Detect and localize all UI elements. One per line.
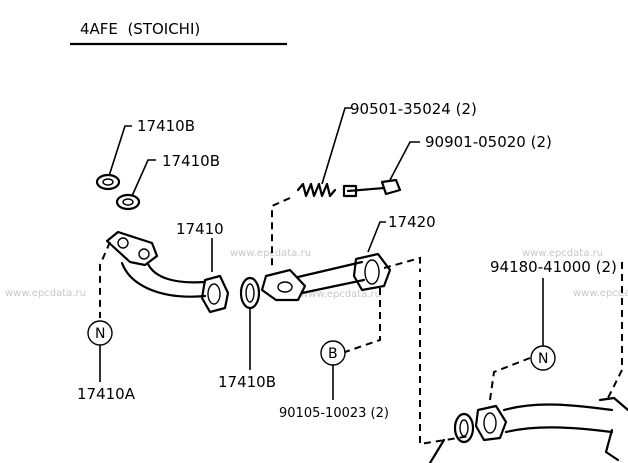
watermark-4: www.epcdata.ru [522, 248, 603, 259]
nut-17410b-top [95, 173, 121, 191]
label-17410: 17410 [176, 220, 224, 238]
center-pipe-assembly [428, 396, 628, 463]
connector-line-n-left [99, 241, 111, 318]
watermark-1: www.epcdata.ru [5, 288, 86, 299]
connector-line-edge [607, 262, 623, 399]
marker-n-left-letter: N [95, 326, 105, 342]
watermark-3: www.epcdata.ru [300, 289, 381, 300]
front-pipe-17420 [260, 252, 392, 302]
gasket-17410b-bot [239, 276, 261, 310]
spring-90501 [296, 182, 337, 198]
watermark-5: www.epcdata.ru [573, 288, 628, 299]
watermark-2: www.epcdata.ru [230, 248, 311, 259]
label-94180: 94180-41000 (2) [490, 258, 617, 276]
label-17410b-mid: 17410B [162, 152, 220, 170]
connector-line-spring [271, 197, 291, 268]
label-17420: 17420 [388, 213, 436, 231]
bolt-90901 [342, 178, 402, 198]
label-90501: 90501-35024 (2) [350, 100, 477, 118]
label-17410b-bot: 17410B [218, 373, 276, 391]
connector-line-b [383, 256, 421, 272]
label-17410a: 17410A [77, 385, 136, 403]
connector-line-n-right [489, 357, 531, 401]
connector-line-right [419, 280, 471, 446]
marker-n-right-letter: N [538, 351, 548, 367]
marker-b-letter: B [328, 346, 338, 362]
label-17410b-top: 17410B [137, 117, 195, 135]
exhaust-pipe-17410 [105, 230, 230, 314]
label-90105: 90105-10023 (2) [279, 406, 389, 421]
connector-line-b2 [344, 288, 381, 353]
nut-17410b-mid [115, 193, 141, 211]
diagram-title: 4AFE (STOICHI) [80, 20, 200, 38]
label-90901: 90901-05020 (2) [425, 133, 552, 151]
